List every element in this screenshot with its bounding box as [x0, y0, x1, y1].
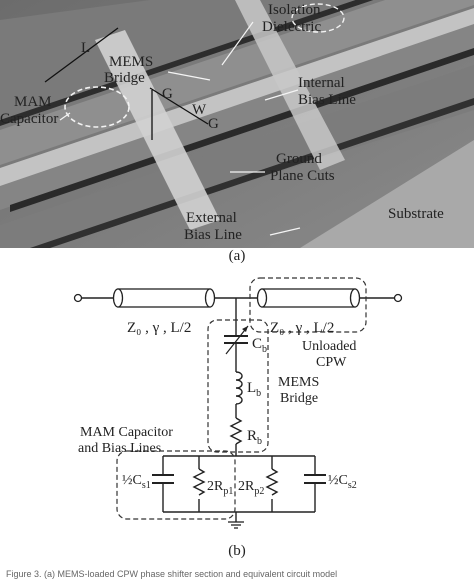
resistor-rp1 — [192, 468, 206, 496]
label-capacitor: Capacitor — [0, 111, 58, 127]
transmission-line-right — [256, 288, 361, 308]
external-bias-line — [30, 98, 474, 248]
inductor-lb — [235, 371, 243, 405]
cs1-label: ½Cs1 — [122, 473, 151, 491]
upper-bias-line — [0, 0, 374, 126]
resistor-rp2 — [265, 468, 279, 496]
cb-label: Cb — [252, 336, 267, 355]
mam-label: MAM Capacitor — [80, 425, 173, 440]
mam-capacitor-group — [116, 450, 236, 520]
rp2-label: 2Rp2 — [238, 479, 264, 497]
input-port-terminal — [73, 293, 83, 303]
cs2-label: ½Cs2 — [328, 473, 357, 491]
resistor-rb — [229, 417, 243, 445]
caption-a: (a) — [228, 248, 246, 264]
label-internal-bias-line: Bias Line — [298, 92, 356, 108]
isolation-dielectric-highlight — [291, 3, 345, 33]
label-isolation: Isolation — [268, 2, 321, 18]
label-width: W — [192, 102, 207, 118]
substrate-region — [300, 140, 474, 248]
capacitor-cs1 — [152, 474, 174, 484]
label-substrate: Substrate — [388, 206, 444, 222]
mems-bridge-group — [207, 319, 269, 453]
internal-bias-line — [10, 48, 474, 212]
figure-b-circuit: Z₀ , γ , L/2 Z₀ , γ , L/2 Unloaded CPW C… — [73, 277, 403, 529]
unloaded-label: Unloaded — [302, 339, 356, 354]
lb-label: Lb — [247, 380, 261, 399]
label-mam: MAM — [14, 94, 52, 110]
label-gap-1: G — [162, 86, 173, 102]
label-internal: Internal — [298, 75, 345, 91]
figure-a-rendering: Isolation Dielectric L MEMS Bridge Inter… — [0, 0, 474, 248]
output-port-terminal — [393, 293, 403, 303]
mems-bridge-2 — [235, 0, 345, 170]
label-external: External — [186, 210, 237, 226]
label-mems: MEMS — [109, 54, 153, 70]
label-gap-2: G — [208, 116, 219, 132]
label-dielectric: Dielectric — [262, 19, 321, 35]
mems-label: MEMS — [278, 375, 319, 390]
transmission-line-left — [112, 288, 216, 308]
caption-b: (b) — [228, 543, 246, 559]
mems-bridge — [95, 30, 220, 230]
label-plane-cuts: Plane Cuts — [270, 168, 335, 184]
bridge-label: Bridge — [280, 391, 318, 406]
bias-lines-label: and Bias Lines — [78, 441, 161, 456]
dimension-arrows — [44, 27, 209, 140]
mam-capacitor-highlight — [64, 86, 130, 128]
figure-caption-footer: Figure 3. (a) MEMS-loaded CPW phase shif… — [6, 570, 338, 579]
leader-lines — [59, 21, 301, 236]
cpw-label: CPW — [316, 355, 347, 370]
rb-label: Rb — [247, 428, 262, 447]
label-bridge: Bridge — [104, 70, 145, 86]
unloaded-cpw-group — [249, 277, 367, 333]
ground-icon — [228, 521, 244, 529]
capacitor-cs2 — [304, 474, 326, 484]
label-length: L — [81, 40, 90, 56]
label-ground: Ground — [276, 151, 322, 167]
label-external-bias-line: Bias Line — [184, 227, 242, 243]
rp1-label: 2Rp1 — [207, 479, 233, 497]
tline-right-label: Z₀ , γ , L/2 — [270, 320, 334, 336]
tline-left-label: Z₀ , γ , L/2 — [127, 320, 191, 336]
cpw-center-conductor — [0, 8, 474, 186]
